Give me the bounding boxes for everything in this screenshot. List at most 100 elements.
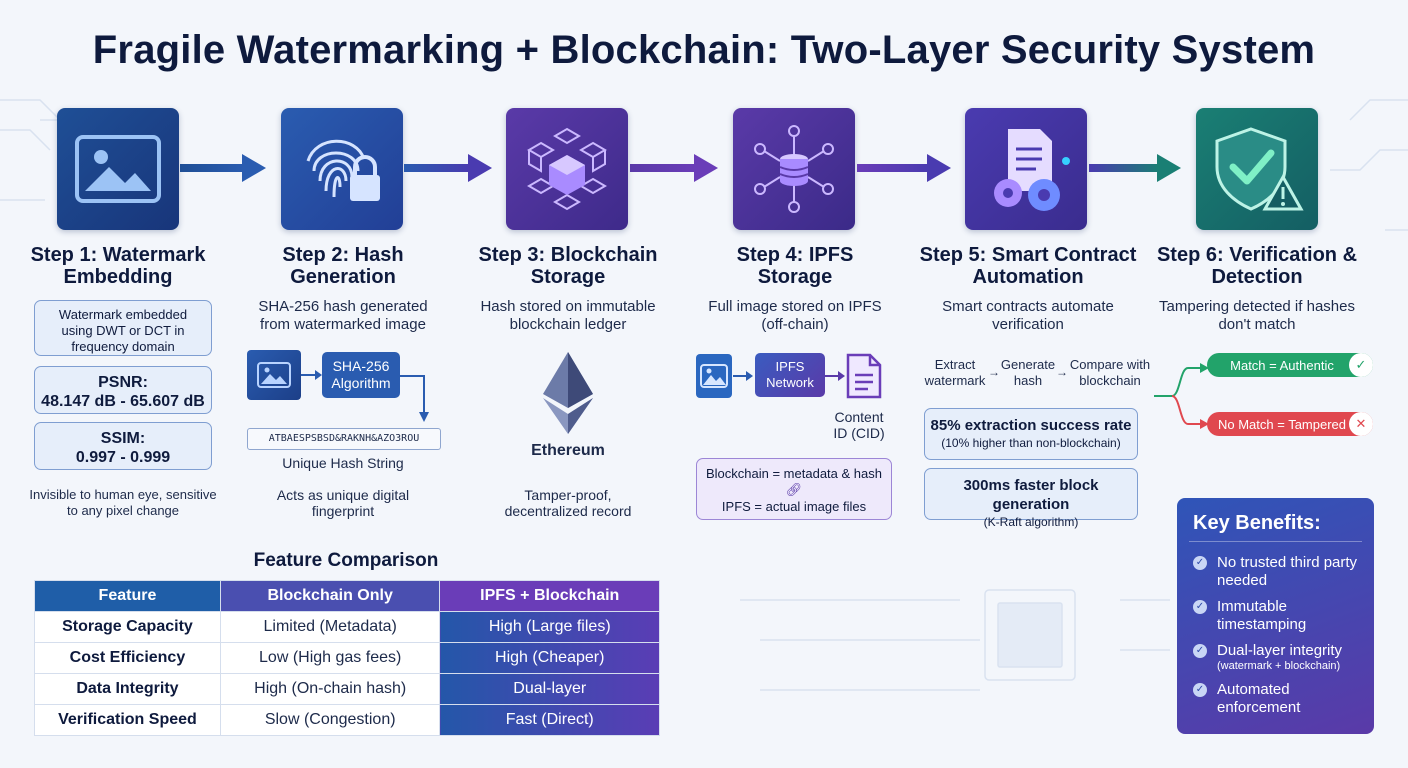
psnr-value: 48.147 dB - 65.607 dB [41, 393, 205, 410]
content-id-label: Content ID (CID) [833, 409, 885, 441]
table-cell: Limited (Metadata) [219, 611, 441, 643]
checkmark-icon: ✓ [1349, 353, 1373, 377]
no-match-tampered-badge: No Match = Tampered ✕ [1207, 412, 1373, 436]
step3-title: Step 3: Blockchain Storage [478, 244, 658, 288]
step2-image-thumb [247, 350, 301, 400]
step1-method-box: Watermark embedded using DWT or DCT in f… [34, 300, 212, 356]
step5-desc: Smart contracts automate verification [942, 298, 1114, 333]
table-row: Storage Capacity Limited (Metadata) High… [34, 611, 660, 643]
step1-title: Step 1: Watermark Embedding [30, 244, 206, 288]
check-circle-icon: ✓ [1193, 644, 1207, 658]
image-icon [75, 135, 161, 203]
step6-icon-tile [1196, 108, 1318, 230]
header-ipfs-blockchain: IPFS + Blockchain [439, 580, 660, 612]
step1-icon-tile [57, 108, 179, 230]
ssim-label: SSIM: [100, 430, 146, 447]
benefit-text: Immutable timestamping [1217, 598, 1307, 633]
check-circle-icon: ✓ [1193, 600, 1207, 614]
table-cell: Low (High gas fees) [219, 642, 441, 674]
verification-branch-arrows [1154, 363, 1209, 429]
sha-algorithm-label: SHA-256 Algorithm [331, 358, 391, 391]
key-benefits-divider [1189, 541, 1362, 542]
step3-caption: Tamper-proof, decentralized record [504, 487, 632, 519]
ipfs-network-box: IPFS Network [755, 353, 825, 397]
benefit-text: Dual-layer integrity [1217, 642, 1343, 659]
table-row: Verification Speed Slow (Congestion) Fas… [34, 704, 660, 736]
arrow-5-6 [1089, 154, 1181, 182]
table-cell: High (Large files) [439, 611, 660, 643]
match-authentic-badge: Match = Authentic ✓ [1207, 353, 1373, 377]
step4-arrow-1 [733, 371, 753, 381]
image-icon [257, 362, 291, 388]
table-cell: Data Integrity [34, 673, 221, 705]
block-generation-box: 300ms faster block generation (K-Raft al… [924, 468, 1138, 529]
cross-icon: ✕ [1349, 412, 1373, 436]
table-cell: Storage Capacity [34, 611, 221, 643]
sha-algorithm-box: SHA-256 Algorithm [322, 352, 400, 398]
arrow-3-4 [630, 154, 718, 182]
step4-image-thumb [696, 354, 732, 398]
step2-arrow-down [400, 375, 429, 422]
table-row: Cost Efficiency Low (High gas fees) High… [34, 642, 660, 674]
step4-title: Step 4: IPFS Storage [736, 244, 854, 288]
key-benefits-panel: Key Benefits: ✓ No trusted third party n… [1177, 498, 1374, 734]
step4-icon-tile [733, 108, 855, 230]
benefit-item: ✓ Automated enforcement [1193, 681, 1358, 717]
step1-caption: Invisible to human eye, sensitive to any… [29, 487, 217, 518]
step3-desc: Hash stored on immutable blockchain ledg… [480, 298, 656, 333]
flow-arrow-1: → [988, 365, 1000, 379]
step4-desc: Full image stored on IPFS (off-chain) [708, 298, 882, 333]
step1-method-text: Watermark embedded using DWT or DCT in f… [58, 307, 188, 354]
flow-compare: Compare with blockchain [1069, 357, 1151, 388]
ssim-value: 0.997 - 0.999 [75, 449, 171, 466]
ethereum-icon [543, 352, 593, 434]
document-icon [846, 353, 882, 399]
benefit-item: ✓ No trusted third party needed [1193, 554, 1358, 590]
header-blockchain-only: Blockchain Only [219, 580, 441, 612]
match-authentic-label: Match = Authentic [1230, 357, 1334, 373]
blocks-cube-icon [527, 127, 607, 211]
page-title: Fragile Watermarking + Blockchain: Two-L… [92, 28, 1316, 72]
table-cell: High (Cheaper) [439, 642, 660, 674]
comparison-table-wrap: Feature Blockchain Only IPFS + Blockchai… [34, 580, 660, 736]
table-cell: Verification Speed [34, 704, 221, 736]
contract-gears-icon [994, 129, 1070, 211]
block-generation-sub: (K-Raft algorithm) [983, 515, 1079, 529]
benefit-item: ✓ Dual-layer integrity (watermark + bloc… [1193, 642, 1358, 673]
extraction-stat-box: 85% extraction success rate (10% higher … [924, 408, 1138, 460]
no-match-tampered-label: No Match = Tampered [1217, 416, 1347, 432]
link-icon: 🔗︎ [785, 482, 803, 497]
header-feature: Feature [34, 580, 221, 612]
database-network-icon [754, 125, 834, 213]
step2-desc: SHA-256 hash generated from watermarked … [258, 298, 428, 333]
flow-arrow-2: → [1056, 365, 1068, 379]
benefit-text: No trusted third party needed [1217, 554, 1358, 589]
hash-string: ATBAESPSBSD&RAKNH&AZO3ROU [268, 433, 420, 444]
ipfs-network-label: IPFS Network [766, 359, 814, 390]
flow-extract: Extract watermark [924, 357, 986, 388]
step5-title: Step 5: Smart Contract Automation [919, 244, 1137, 288]
step2-title: Step 2: Hash Generation [282, 244, 404, 288]
psnr-label: PSNR: [98, 374, 148, 391]
storage-note-box: Blockchain = metadata & hash 🔗︎ IPFS = a… [696, 458, 892, 520]
hash-string-label: Unique Hash String [282, 455, 404, 471]
flow-arrows [180, 154, 1181, 182]
step5-icon-tile [965, 108, 1087, 230]
table-cell: Cost Efficiency [34, 642, 221, 674]
fingerprint-lock-icon [306, 139, 380, 201]
key-benefits-title: Key Benefits: [1193, 512, 1321, 534]
arrow-4-5 [857, 154, 951, 182]
extraction-stat-sub: (10% higher than non-blockchain) [941, 436, 1121, 450]
step2-arrow-right [301, 370, 322, 380]
table-header-row: Feature Blockchain Only IPFS + Blockchai… [34, 580, 660, 612]
psnr-box: PSNR: 48.147 dB - 65.607 dB [34, 366, 212, 414]
arrow-1-2 [180, 154, 266, 182]
step4-arrow-2 [825, 371, 845, 381]
check-circle-icon: ✓ [1193, 683, 1207, 697]
benefit-text: Automated enforcement [1217, 681, 1301, 716]
block-generation-main: 300ms faster block generation [963, 477, 1099, 513]
table-cell: High (On-chain hash) [219, 673, 441, 705]
ethereum-label: Ethereum [531, 442, 605, 459]
table-cell: Slow (Congestion) [219, 704, 441, 736]
